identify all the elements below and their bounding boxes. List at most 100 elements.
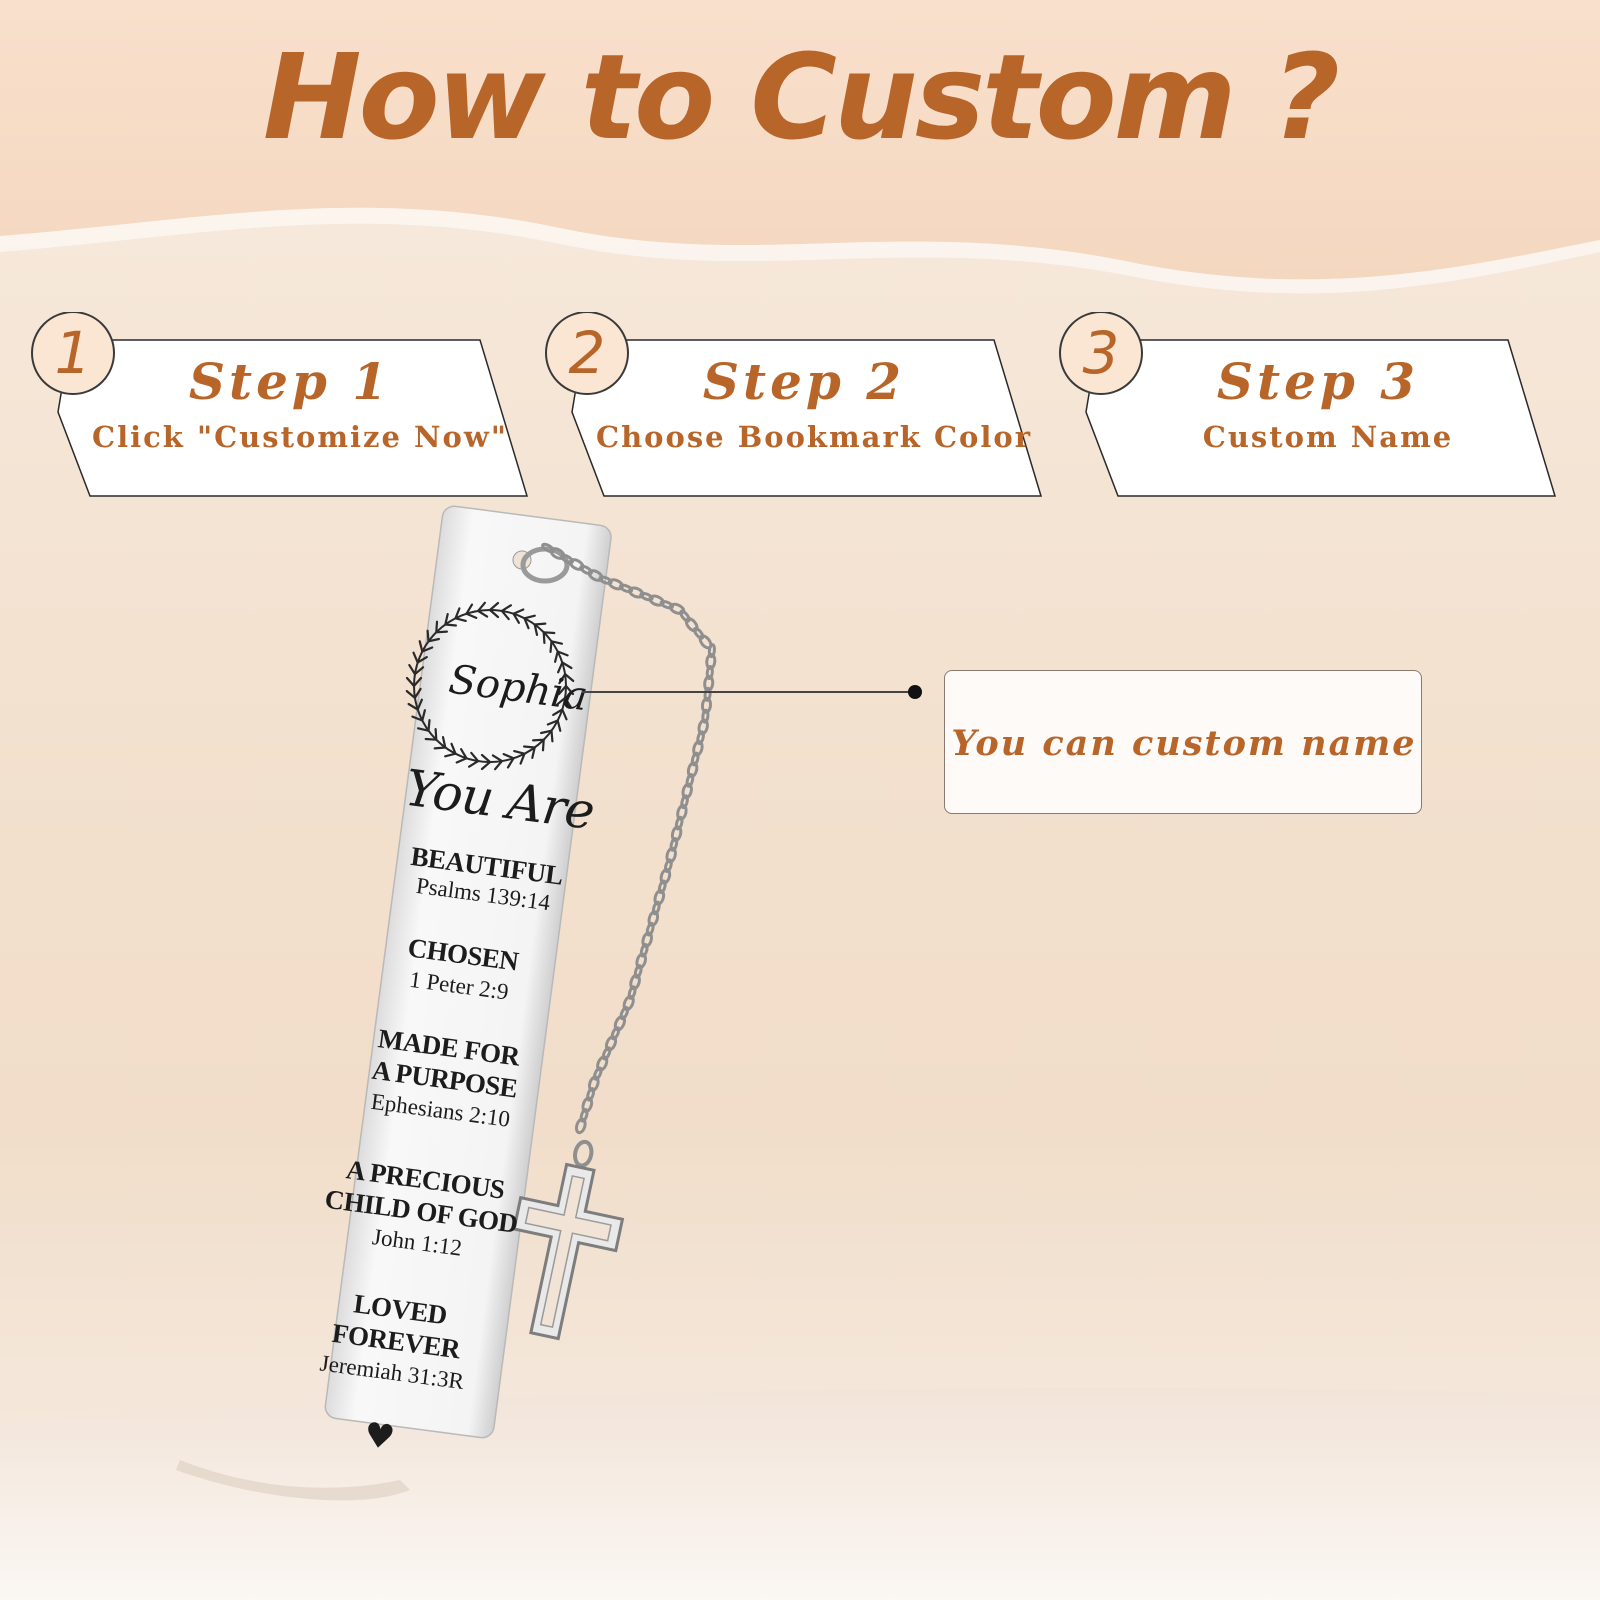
chain: [541, 542, 717, 1135]
chain-link: [587, 1075, 600, 1093]
chain-link: [647, 910, 660, 927]
chain-link: [700, 696, 713, 714]
wreath-leaf: [435, 620, 439, 634]
chain-link: [613, 1015, 627, 1032]
heart-icon: ♥: [361, 1414, 398, 1459]
chain-link: [669, 837, 679, 852]
wreath-leaf: [427, 719, 431, 732]
chain-link: [665, 846, 677, 864]
step-2-banner-shape: [545, 312, 1043, 497]
chain-link: [628, 586, 645, 599]
chain-link: [690, 751, 700, 767]
chain-link: [619, 1006, 630, 1021]
wreath-leaf: [411, 715, 424, 722]
chain-link: [659, 867, 672, 885]
step-1-title: Step 1: [188, 352, 392, 411]
chain-link: [610, 1026, 621, 1041]
chain-link: [568, 558, 585, 571]
chain-link: [653, 889, 666, 906]
chain-link: [679, 609, 691, 623]
chain-link: [622, 994, 635, 1012]
wreath-leaf: [444, 613, 449, 626]
wreath-icon: [405, 601, 575, 771]
wreath-leaf: [488, 601, 500, 612]
step-1-card: 1 Step 1 Click "Customize Now": [30, 312, 530, 502]
wreath-leaf: [512, 612, 520, 624]
wreath-leaf: [413, 687, 422, 699]
wreath-leaf: [564, 684, 575, 696]
step-3-description: Custom Name: [1202, 420, 1454, 454]
wreath-leaf: [554, 650, 559, 663]
chain-link: [663, 858, 673, 874]
wreath-leaf: [465, 612, 478, 619]
wreath-leaf: [561, 661, 573, 670]
chain-link: [639, 591, 654, 602]
chain-link: [659, 599, 674, 610]
wreath-leaf: [552, 708, 564, 716]
wreath-leaf: [491, 754, 503, 763]
chain-link: [701, 708, 710, 724]
chain-link: [592, 1066, 603, 1081]
chain-link: [685, 773, 695, 788]
chain-link: [639, 942, 649, 958]
wreath-leaf: [450, 742, 457, 755]
wreath-leaf: [542, 631, 546, 644]
wreath-leaf: [454, 617, 467, 622]
step-1-description: Click "Customize Now": [92, 420, 508, 454]
chain-link: [641, 931, 653, 949]
chain-link: [681, 782, 693, 800]
wreath-leaf: [434, 728, 438, 741]
wreath-leaf: [407, 702, 419, 711]
wreath-leaf: [408, 664, 416, 676]
step-3-banner-shape: [1059, 312, 1557, 497]
wreath-leaf: [477, 609, 489, 618]
chain-link: [696, 730, 705, 746]
wreath-leaf: [558, 673, 567, 685]
wreath-leaf: [455, 757, 468, 764]
wreath-leaf: [540, 729, 553, 735]
chain-link: [676, 804, 688, 821]
callout-connector-dot: [908, 685, 922, 699]
chain-link: [668, 602, 686, 615]
wreath-leaf: [500, 604, 512, 612]
chain-link: [657, 879, 667, 895]
wreath-leaf: [441, 736, 447, 749]
callout-text: You can custom name: [951, 723, 1417, 764]
wreath-leaf: [523, 614, 536, 620]
chain-link: [629, 973, 641, 991]
wreath-leaf: [477, 601, 486, 612]
wreath-leaf: [519, 752, 526, 765]
wreath-leaf: [550, 729, 554, 743]
wreath-leaf: [417, 727, 430, 732]
wreath-leaf: [500, 609, 510, 621]
chain-link: [651, 900, 661, 916]
chain-link: [670, 825, 683, 843]
wreath-leaf: [513, 750, 526, 755]
chain-link: [645, 921, 655, 937]
callout-box: You can custom name: [944, 670, 1422, 814]
wreath-leaf: [433, 746, 447, 750]
wreath-leaf: [470, 751, 480, 763]
step-3-number-badge: 3: [1082, 319, 1120, 387]
wreath-leaf: [523, 617, 530, 630]
bookmark-shadow: [176, 1460, 410, 1501]
chain-link: [560, 553, 574, 565]
chain-link: [541, 542, 555, 554]
callout-connector-line: [582, 691, 920, 693]
wreath-leaf: [542, 631, 556, 635]
chain-link: [579, 1108, 589, 1123]
wreath-leaf: [512, 608, 525, 615]
chain-link: [596, 1055, 609, 1072]
wreath-leaf: [531, 746, 536, 759]
chain-link: [635, 952, 647, 970]
wreath-leaf: [533, 623, 539, 636]
chain-link: [618, 583, 634, 594]
wreath-leaf: [557, 661, 564, 674]
chain-link: [648, 594, 665, 607]
wreath-leaf: [561, 708, 568, 721]
wreath-leaf: [418, 640, 424, 653]
chain-link: [707, 643, 716, 659]
chain-link: [581, 1096, 594, 1114]
